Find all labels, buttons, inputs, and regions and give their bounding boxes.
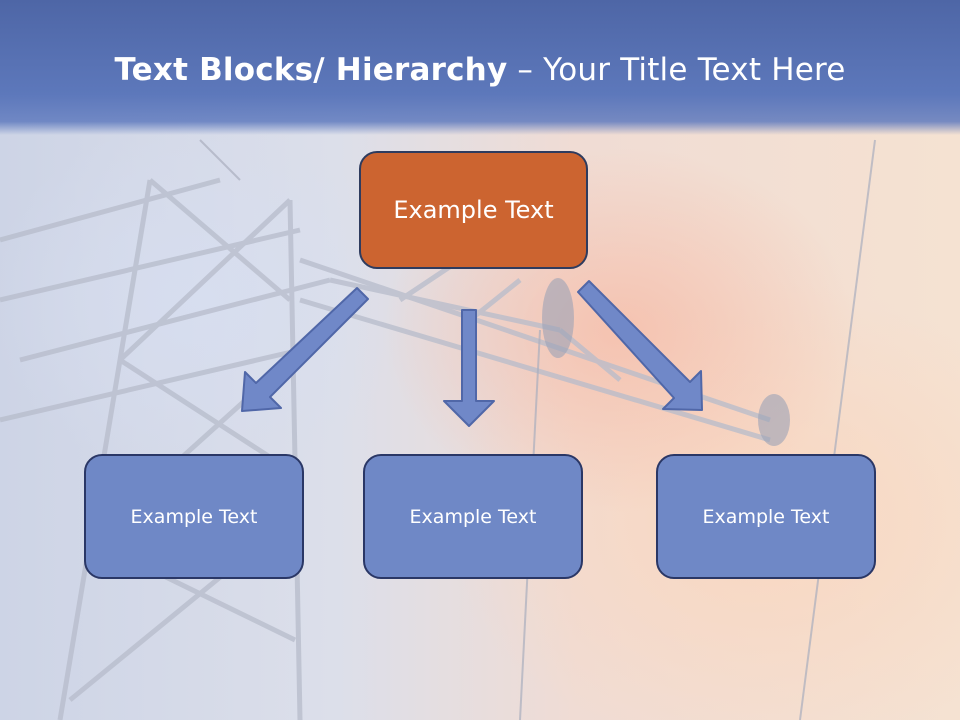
title-bar <box>0 0 960 135</box>
arrow-down-right-icon <box>577 280 703 411</box>
child-node-center[interactable]: Example Text <box>363 454 583 579</box>
title-dash: – <box>507 52 544 88</box>
child-node-label: Example Text <box>702 505 830 528</box>
arrow-down-icon <box>443 309 495 427</box>
child-node-right[interactable]: Example Text <box>656 454 876 579</box>
title-bold-part: Text Blocks/ Hierarchy <box>114 52 508 88</box>
title-rest: Your Title Text Here <box>543 52 846 88</box>
top-node-label: Example Text <box>393 196 554 224</box>
slide-title: Text Blocks/ Hierarchy – Your Title Text… <box>0 52 960 88</box>
top-node[interactable]: Example Text <box>359 151 588 269</box>
arrow-down-left-icon <box>241 287 369 412</box>
child-node-label: Example Text <box>409 505 537 528</box>
child-node-label: Example Text <box>130 505 258 528</box>
child-node-left[interactable]: Example Text <box>84 454 304 579</box>
